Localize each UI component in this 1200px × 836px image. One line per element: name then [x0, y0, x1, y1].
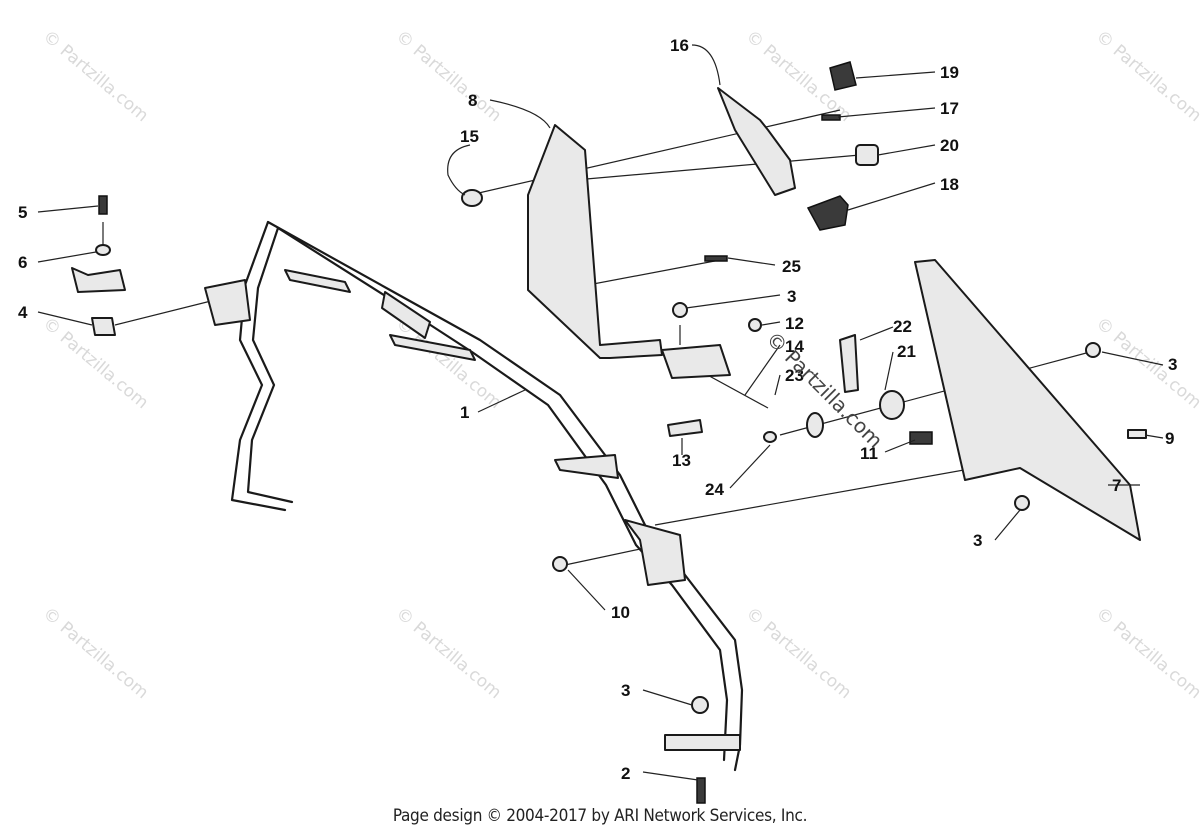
callout-19: 19	[940, 63, 959, 82]
callout-5: 5	[18, 203, 27, 222]
callout-3: 3	[1168, 355, 1177, 374]
panel-8	[461, 124, 663, 359]
knob-20	[855, 144, 879, 166]
bolt-9	[1127, 429, 1147, 439]
screw-24	[763, 431, 777, 443]
callout-17: 17	[940, 99, 959, 118]
bracket-16	[717, 87, 796, 196]
left-mount-hardware	[71, 195, 126, 336]
bolt-5	[98, 195, 108, 215]
nut-3	[691, 696, 709, 714]
grommet-15	[461, 189, 483, 207]
callout-24: 24	[705, 480, 724, 499]
callout-leaders	[37, 44, 1164, 781]
callout-25: 25	[782, 257, 801, 276]
callout-3: 3	[973, 531, 982, 550]
latch-hardware	[552, 302, 1147, 804]
page-footer: Page design © 2004-2017 by ARI Network S…	[392, 806, 808, 826]
callout-13: 13	[672, 451, 691, 470]
bracket-6	[71, 267, 126, 293]
washer-6	[95, 244, 111, 256]
bolt-2	[696, 777, 706, 804]
panel-7	[914, 259, 1141, 541]
callout-8: 8	[468, 91, 477, 110]
watermark: © Partzilla.com	[742, 604, 855, 704]
callout-labels: 16 19 8 17 15 20 18 5 6 25 3 4 12 22 14 …	[18, 36, 1177, 783]
callout-6: 6	[18, 253, 27, 272]
callout-4: 4	[18, 303, 28, 322]
bracket-13	[667, 419, 703, 437]
watermark: © Partzilla.com	[1092, 604, 1200, 704]
watermark: © Partzilla.com	[39, 604, 152, 704]
callout-3: 3	[621, 681, 630, 700]
callout-11: 11	[860, 444, 878, 463]
callout-14: 14	[785, 337, 804, 356]
callout-2: 2	[621, 764, 630, 783]
upper-bracket-assembly	[704, 61, 879, 262]
watermark-overlay: © Partzilla.com	[761, 327, 887, 453]
callout-9: 9	[1165, 429, 1174, 448]
pad-19	[829, 61, 857, 91]
callout-16: 16	[670, 36, 689, 55]
callout-15: 15	[460, 127, 479, 146]
watermark: © Partzilla.com	[39, 27, 152, 127]
callout-1: 1	[460, 403, 469, 422]
washer-12	[748, 318, 762, 332]
hose-18	[806, 195, 849, 231]
pin-25	[704, 255, 728, 262]
callout-18: 18	[940, 175, 959, 194]
latch-22	[839, 334, 859, 393]
callout-21: 21	[897, 342, 916, 361]
nut-3	[1014, 495, 1030, 511]
washer-23	[806, 412, 824, 438]
watermark: © Partzilla.com	[392, 27, 505, 127]
clip-4	[91, 317, 116, 336]
callout-12: 12	[785, 314, 804, 333]
nut-10	[552, 556, 568, 572]
watermark: © Partzilla.com	[392, 604, 505, 704]
watermark: © Partzilla.com	[1092, 27, 1200, 127]
callout-7: 7	[1112, 476, 1121, 495]
plate-12	[661, 344, 731, 379]
callout-10: 10	[611, 603, 630, 622]
callout-3: 3	[787, 287, 796, 306]
callout-23: 23	[785, 366, 804, 385]
screw-17	[821, 114, 841, 121]
bumper-frame	[204, 220, 744, 772]
spacer-21	[879, 390, 905, 420]
callout-22: 22	[893, 317, 912, 336]
nut-3	[672, 302, 688, 318]
callout-20: 20	[940, 136, 959, 155]
nut-3	[1085, 342, 1101, 358]
bracket-11	[909, 431, 933, 445]
watermark: © Partzilla.com	[1092, 314, 1200, 414]
